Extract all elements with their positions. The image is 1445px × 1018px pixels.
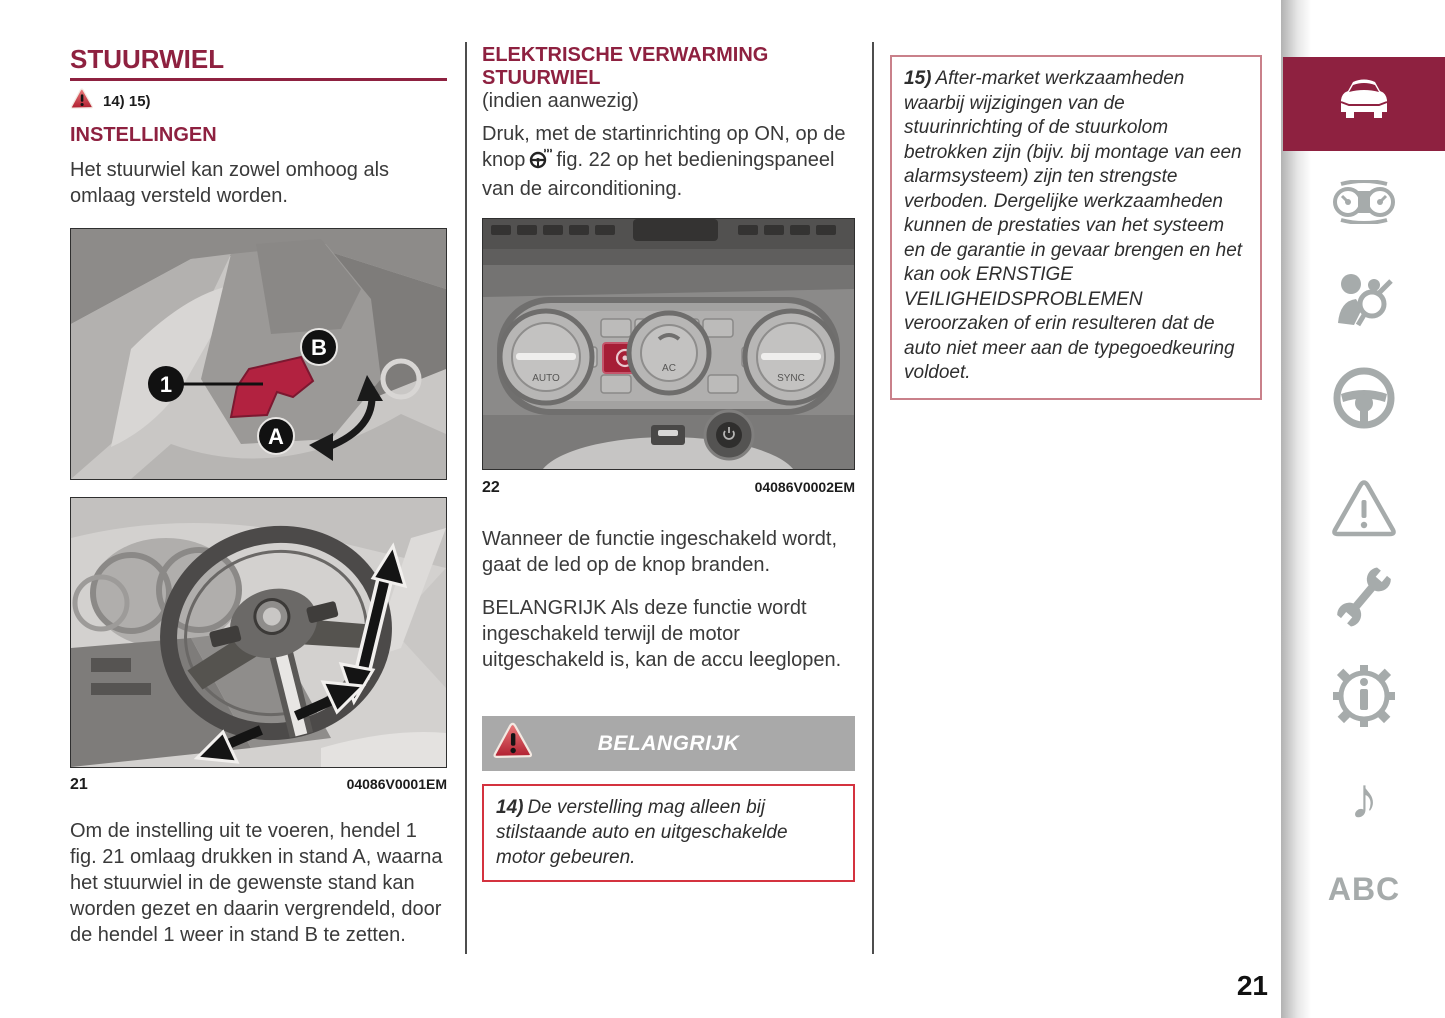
car-icon	[1329, 76, 1399, 133]
sidebar-item-safety[interactable]	[1283, 272, 1445, 332]
callout-1: 1	[160, 372, 172, 397]
page-number: 21	[1236, 970, 1268, 1001]
page-title: STUURWIEL	[70, 44, 225, 74]
sidebar-item-vehicle[interactable]	[1283, 57, 1445, 151]
left-column: STUURWIEL 14) 15) INSTELLINGEN Het stuur…	[70, 0, 447, 1018]
warning-triangle-icon	[492, 722, 534, 765]
figure-climate-panel: AUTO AC SYNC	[482, 218, 855, 470]
led-paragraph: Wanneer de functie ingeschakeld wordt, g…	[482, 528, 838, 576]
banner-label: BELANGRIJK	[597, 731, 740, 755]
sidebar-item-multimedia[interactable]: ♪	[1283, 764, 1445, 834]
note-14-box: 14)De verstelling mag alleen bij stilsta…	[482, 784, 855, 882]
middle-column: ELEKTRISCHE VERWARMING STUURWIEL (indien…	[482, 0, 855, 1018]
sidebar-shadow	[1281, 0, 1311, 1018]
section-heading: INSTELLINGEN	[70, 124, 217, 146]
note-number: 15)	[904, 68, 932, 89]
svg-text:SYNC: SYNC	[777, 373, 805, 384]
warning-triangle-outline-icon	[1331, 479, 1397, 545]
heated-wheel-paragraph: Druk, met de startinrichting op ON, op d…	[482, 123, 846, 200]
column-divider-2	[872, 42, 874, 954]
sidebar-item-technical-data[interactable]	[1283, 662, 1445, 734]
svg-text:AC: AC	[662, 363, 676, 374]
note-number: 14)	[496, 797, 524, 818]
sidebar-item-index[interactable]: ABC	[1283, 864, 1445, 914]
figure-code: 04086V0002EM	[754, 479, 855, 495]
airbag-icon	[1334, 271, 1394, 334]
sidebar-item-steering[interactable]	[1283, 367, 1445, 434]
sidebar: ♪ ABC	[1283, 0, 1445, 1018]
figure-code: 04086V0001EM	[346, 776, 447, 792]
important-paragraph: BELANGRIJK Als deze functie wordt ingesc…	[482, 597, 842, 671]
warning-triangle-icon	[70, 88, 94, 115]
wrench-icon	[1333, 564, 1395, 635]
callout-B: B	[311, 335, 327, 360]
section-heading-heated-wheel: ELEKTRISCHE VERWARMING STUURWIEL	[482, 44, 769, 89]
music-note-icon: ♪	[1349, 766, 1379, 831]
updown-arrow	[338, 542, 408, 706]
heated-steering-wheel-icon	[529, 148, 553, 176]
figure-steering-column-lever: 1 B A	[70, 228, 447, 480]
abc-index-label: ABC	[1327, 870, 1401, 907]
technical-info-icon	[1331, 663, 1397, 734]
title-underline	[70, 78, 447, 81]
svg-text:AUTO: AUTO	[532, 373, 560, 384]
figure-caption-row: 21 04086V0001EM	[70, 776, 447, 794]
warning-reference-row: 14) 15)	[70, 88, 151, 115]
figure-number: 22	[482, 479, 500, 496]
lever-highlight	[229, 355, 315, 419]
warning-note-numbers: 14) 15)	[103, 93, 151, 110]
column-divider-1	[465, 42, 467, 954]
sidebar-item-emergency[interactable]	[1283, 478, 1445, 546]
adjustment-paragraph: Om de instelling uit te voeren, hendel 1…	[70, 820, 443, 946]
intro-paragraph: Het stuurwiel kan zowel omhoog als omlaa…	[70, 159, 390, 207]
if-equipped-note: (indien aanwezig)	[482, 90, 639, 112]
sidebar-item-dashboard[interactable]	[1283, 176, 1445, 232]
dashboard-icon	[1331, 178, 1397, 229]
right-column: 15)After-market werkzaamheden waarbij wi…	[890, 0, 1262, 1018]
inout-arrows	[193, 680, 367, 764]
important-banner: BELANGRIJK	[482, 716, 855, 771]
sidebar-item-maintenance[interactable]	[1283, 564, 1445, 634]
figure-number: 21	[70, 776, 88, 793]
steering-wheel-icon	[1333, 367, 1395, 434]
note-15-box: 15)After-market werkzaamheden waarbij wi…	[890, 55, 1262, 400]
figure-steering-wheel-adjust	[70, 497, 447, 768]
figure-caption-row: 22 04086V0002EM	[482, 479, 855, 497]
callout-A: A	[268, 424, 284, 449]
